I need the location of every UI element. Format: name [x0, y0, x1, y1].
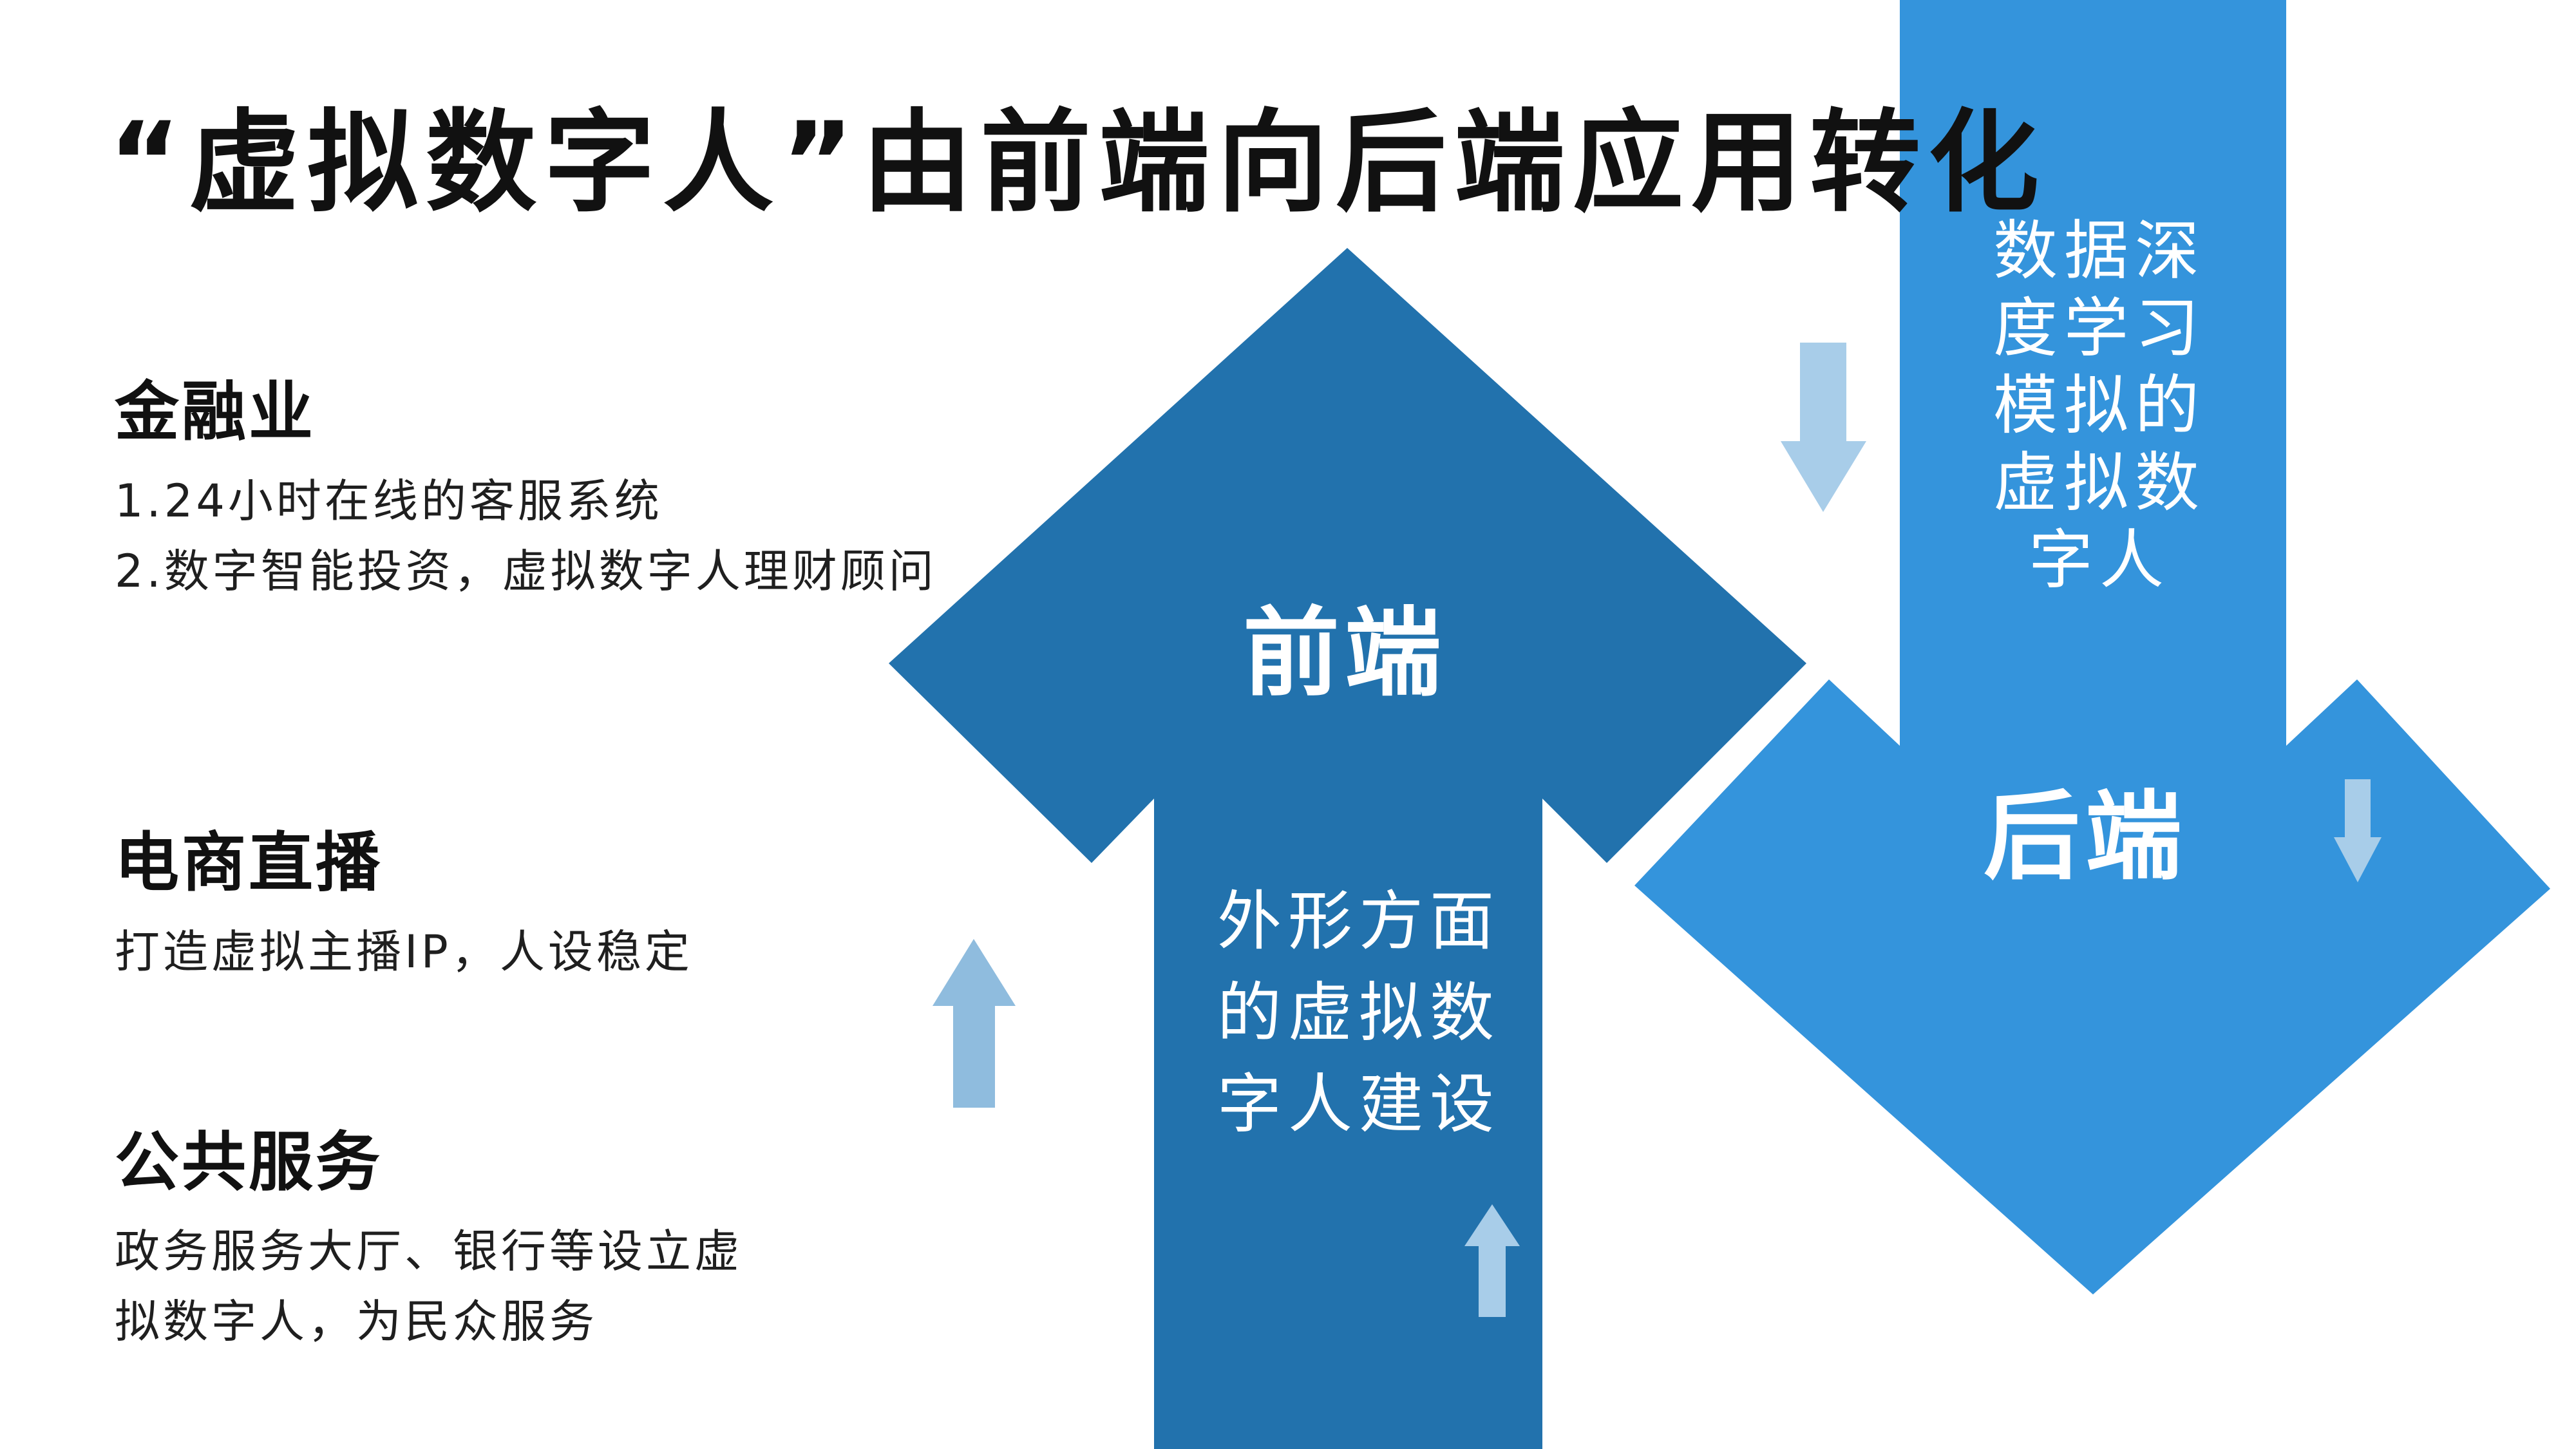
back-arrow-description: 数据深 度学习 模拟的 虚拟数 字人	[1993, 213, 2206, 599]
section-ecommerce: 电商直播 打造虚拟主播IP，人设稳定	[115, 824, 693, 987]
section-heading: 电商直播	[115, 825, 383, 900]
section-line: 政务服务大厅、银行等设立虚	[115, 1225, 743, 1278]
front-description-line: 外形方面	[1217, 884, 1501, 959]
page-title: “虚拟数字人”由前端向后端应用转化	[108, 98, 2047, 227]
down-arrow-icon	[1781, 343, 1866, 512]
section-line: 2.数字智能投资，虚拟数字人理财顾问	[115, 544, 937, 598]
section-line: 1.24小时在线的客服系统	[115, 475, 663, 527]
section-public: 公共服务 政务服务大厅、银行等设立虚 拟数字人，为民众服务	[115, 1124, 743, 1356]
back-arrow-label: 后端	[1984, 781, 2188, 893]
back-description-line: 模拟的	[1993, 368, 2206, 443]
front-description-line: 字人建设	[1217, 1066, 1501, 1142]
back-description-line: 字人	[2029, 522, 2170, 598]
up-arrow-icon	[1464, 1204, 1520, 1317]
section-line: 拟数字人，为民众服务	[115, 1294, 598, 1348]
section-line: 打造虚拟主播IP，人设稳定	[115, 925, 693, 978]
section-heading: 公共服务	[115, 1124, 383, 1200]
front-arrow-description: 外形方面 的虚拟数 字人建设	[1217, 876, 1501, 1150]
front-description-line: 的虚拟数	[1217, 975, 1501, 1050]
up-arrow-icon	[933, 939, 1016, 1108]
front-up-arrow	[889, 248, 1806, 1449]
back-down-arrow	[1634, 0, 2550, 1294]
back-description-line: 数据深	[1993, 213, 2206, 289]
down-arrow-icon	[2334, 779, 2382, 882]
back-description-line: 虚拟数	[1993, 445, 2206, 520]
section-heading: 金融业	[115, 374, 316, 450]
section-finance: 金融业 1.24小时在线的客服系统 2.数字智能投资，虚拟数字人理财顾问	[115, 374, 937, 606]
back-description-line: 度学习	[1993, 290, 2206, 366]
front-arrow-label: 前端	[1243, 598, 1447, 710]
